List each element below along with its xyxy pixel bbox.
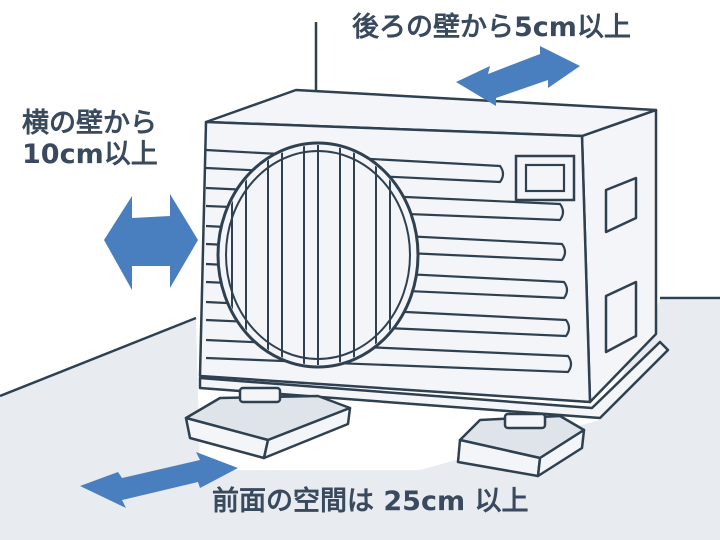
- base-plate: [198, 340, 670, 420]
- front-clearance-arrow: [80, 452, 238, 508]
- back-clearance-arrow: [456, 46, 580, 106]
- side-vent-upper: [604, 176, 638, 234]
- left-foot: [184, 386, 352, 460]
- service-panel: [514, 154, 576, 202]
- side-vent-lower: [604, 280, 638, 354]
- front-louvers: [205, 148, 573, 374]
- side-clearance-arrow: [104, 194, 198, 290]
- front-clearance-label: 前面の空間は 25cm 以上: [212, 486, 529, 517]
- side-wall-clearance-label-line2: 10cm以上: [22, 139, 158, 171]
- right-foot: [456, 412, 586, 478]
- floor-wall-line-left: [0, 316, 197, 398]
- fan-grille: [216, 141, 420, 369]
- side-wall-clearance-label: 横の壁から 10cm以上: [22, 108, 158, 170]
- side-wall-clearance-label-line1: 横の壁から: [22, 108, 157, 139]
- back-wall-clearance-label: 後ろの壁から5cm以上: [352, 12, 631, 43]
